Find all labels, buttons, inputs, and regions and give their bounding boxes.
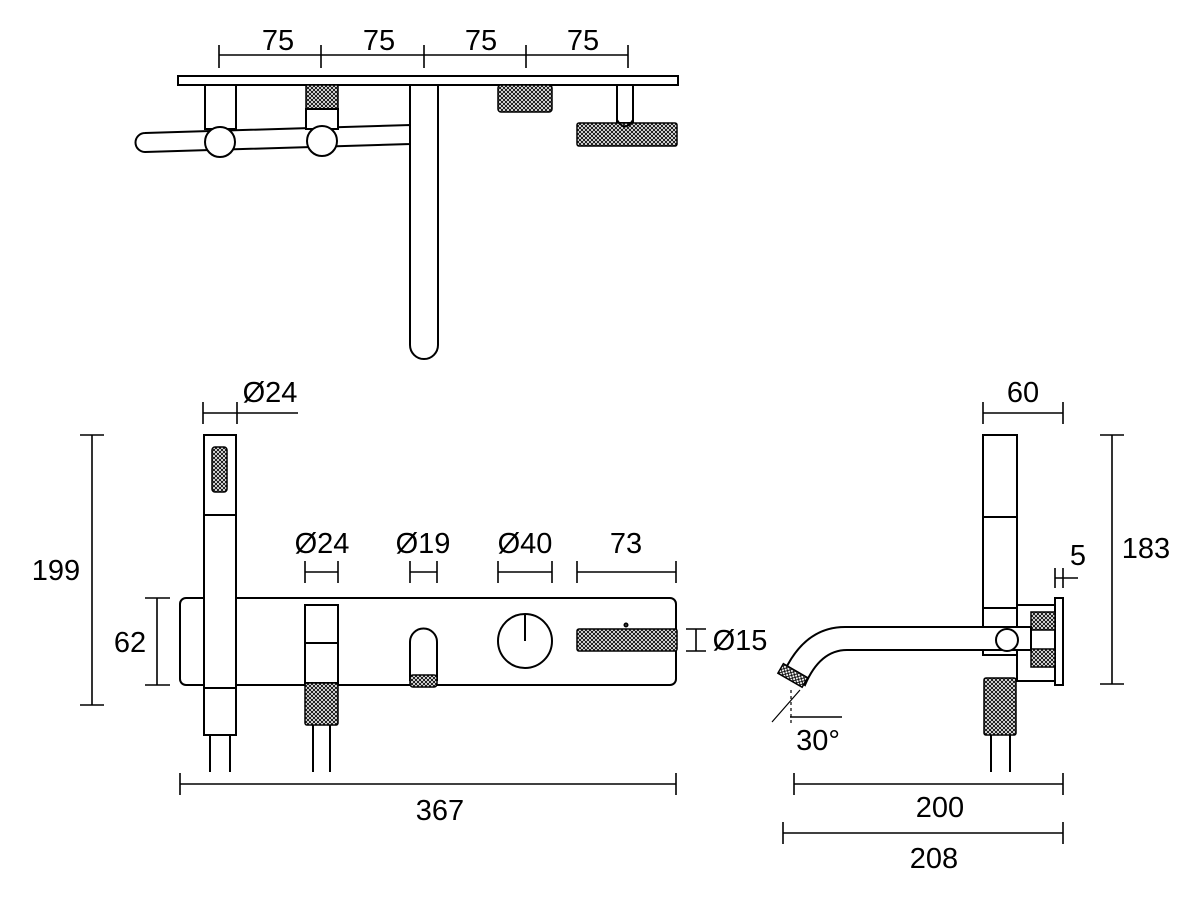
side-handshower [982,434,1018,772]
side-overall-projection-label: 208 [910,843,958,875]
top-spout [409,84,439,360]
handle-diameter-dimension [304,561,339,583]
front-view: 199 62 Ø24 Ø2 [32,377,768,827]
top-dimension-line [218,45,629,68]
side-overall-height-label: 183 [1122,533,1170,565]
top-view: 75 75 75 75 [134,25,679,360]
side-handshower-depth-label: 60 [1007,377,1039,409]
lever-diameter-label: Ø15 [713,625,768,657]
side-projection-dimension [793,773,1064,795]
front-overall-height-label: 199 [32,555,80,587]
top-handshower-hose [134,84,411,158]
lever-length-dimension [576,561,677,583]
handle-diameter-label: Ø24 [295,528,350,560]
side-depth-dimension [982,402,1064,424]
front-dial [497,613,553,669]
side-plate-thickness-dimension [1054,568,1078,588]
front-overall-width-label: 367 [416,795,464,827]
top-lever [576,84,678,147]
top-spacing-1: 75 [262,25,294,57]
side-wall-plate [1016,597,1064,686]
spout-angle-label: 30° [796,725,840,757]
spout-diameter-label: Ø19 [396,528,451,560]
side-height-dimension [1100,434,1124,685]
side-spout [776,626,1032,689]
side-view: 60 183 5 [771,377,1170,875]
top-wall-plate [177,75,679,86]
side-overall-projection-dimension [782,822,1064,844]
side-plate-thickness-label: 5 [1070,540,1086,572]
dial-diameter-dimension [497,561,553,583]
front-lever [576,622,678,652]
top-dial [497,84,553,113]
side-projection-label: 200 [916,792,964,824]
front-spout [409,627,438,688]
dial-diameter-label: Ø40 [498,528,553,560]
handshower-diameter-dimension [202,402,298,424]
lever-diameter-dimension [686,628,706,652]
top-spacing-3: 75 [465,25,497,57]
front-plate-height-label: 62 [114,627,146,659]
front-plate-height-dimension [145,597,170,686]
front-handshower [203,434,237,772]
lever-length-label: 73 [610,528,642,560]
front-width-dimension [179,773,677,795]
spout-angle-dimension [771,689,842,725]
top-spacing-2: 75 [363,25,395,57]
front-handle [304,604,339,772]
spout-diameter-dimension [409,561,438,583]
front-height-dimension [80,434,104,706]
top-spacing-4: 75 [567,25,599,57]
handshower-diameter-label: Ø24 [243,377,298,409]
